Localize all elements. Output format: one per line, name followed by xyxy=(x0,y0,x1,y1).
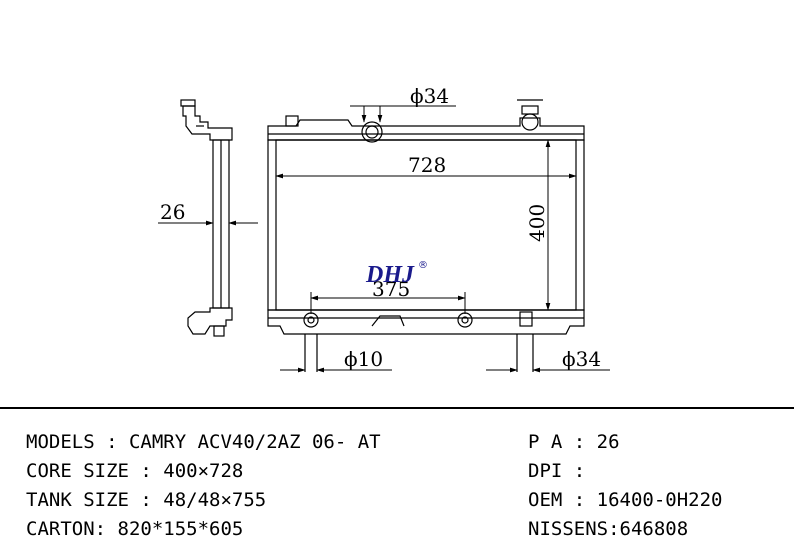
dim-outlet: ϕ34 xyxy=(486,347,610,373)
spec-label: CARTON xyxy=(26,518,95,540)
spec-label: MODELS xyxy=(26,431,95,453)
radiator-drawing: 26 728 400 xyxy=(158,84,610,373)
spec-pa: P A : 26 xyxy=(528,431,620,453)
spec-dpi: DPI : xyxy=(528,460,597,482)
spec-value: CAMRY ACV40/2AZ 06- AT xyxy=(128,431,381,453)
dim-inlet-label: ϕ34 xyxy=(410,84,449,108)
spec-oem: OEM : 16400-0H220 xyxy=(528,489,723,511)
brand-logo: DHJ xyxy=(365,262,415,288)
spec-label: OEM xyxy=(528,489,563,511)
dim-core-thickness-label: 26 xyxy=(160,200,185,224)
spec-sep: : xyxy=(608,518,620,540)
dim-inner-label: 375 xyxy=(372,277,410,301)
spec-sep: : xyxy=(562,460,597,482)
spec-sep: : xyxy=(128,489,164,511)
brand-registered-mark: ® xyxy=(418,260,428,271)
spec-sep: : xyxy=(562,431,597,453)
dim-core-thickness: 26 xyxy=(158,200,258,226)
spec-label: NISSENS xyxy=(528,518,609,540)
dim-height: 400 xyxy=(525,139,551,311)
spec-nissens: NISSENS:646808 xyxy=(528,518,688,540)
spec-label: TANK SIZE xyxy=(26,489,129,511)
spec-carton: CARTON: 820*155*605 xyxy=(26,518,243,540)
spec-value: 400×728 xyxy=(163,460,244,482)
spec-sep: : xyxy=(562,489,597,511)
spec-value: 26 xyxy=(596,431,620,453)
dim-width-label: 728 xyxy=(408,153,446,177)
dim-width: 728 xyxy=(275,153,577,179)
dim-inner: 375 xyxy=(310,277,466,314)
dim-small-pipe: ϕ10 xyxy=(280,347,392,373)
divider xyxy=(0,407,794,409)
spec-value: 646808 xyxy=(619,518,689,540)
front-view xyxy=(267,99,585,372)
spec-sep: : xyxy=(94,518,118,540)
spec-label: DPI xyxy=(528,460,563,482)
spec-core-size: CORE SIZE : 400×728 xyxy=(26,460,243,482)
spec-sep: : xyxy=(94,431,129,453)
spec-value: 48/48×755 xyxy=(163,489,267,511)
dim-inlet: ϕ34 xyxy=(350,84,456,123)
dim-height-label: 400 xyxy=(525,204,549,242)
spec-models: MODELS : CAMRY ACV40/2AZ 06- AT xyxy=(26,431,381,453)
spec-label: CORE SIZE xyxy=(26,460,129,482)
dim-small-pipe-label: ϕ10 xyxy=(344,347,383,371)
spec-tank-size: TANK SIZE : 48/48×755 xyxy=(26,489,266,511)
spec-value: 820*155*605 xyxy=(117,518,244,540)
dim-outlet-label: ϕ34 xyxy=(562,347,601,371)
spec-sep: : xyxy=(128,460,164,482)
spec-value: 16400-0H220 xyxy=(596,489,723,511)
spec-label: P A xyxy=(528,431,563,453)
side-view xyxy=(180,99,233,337)
